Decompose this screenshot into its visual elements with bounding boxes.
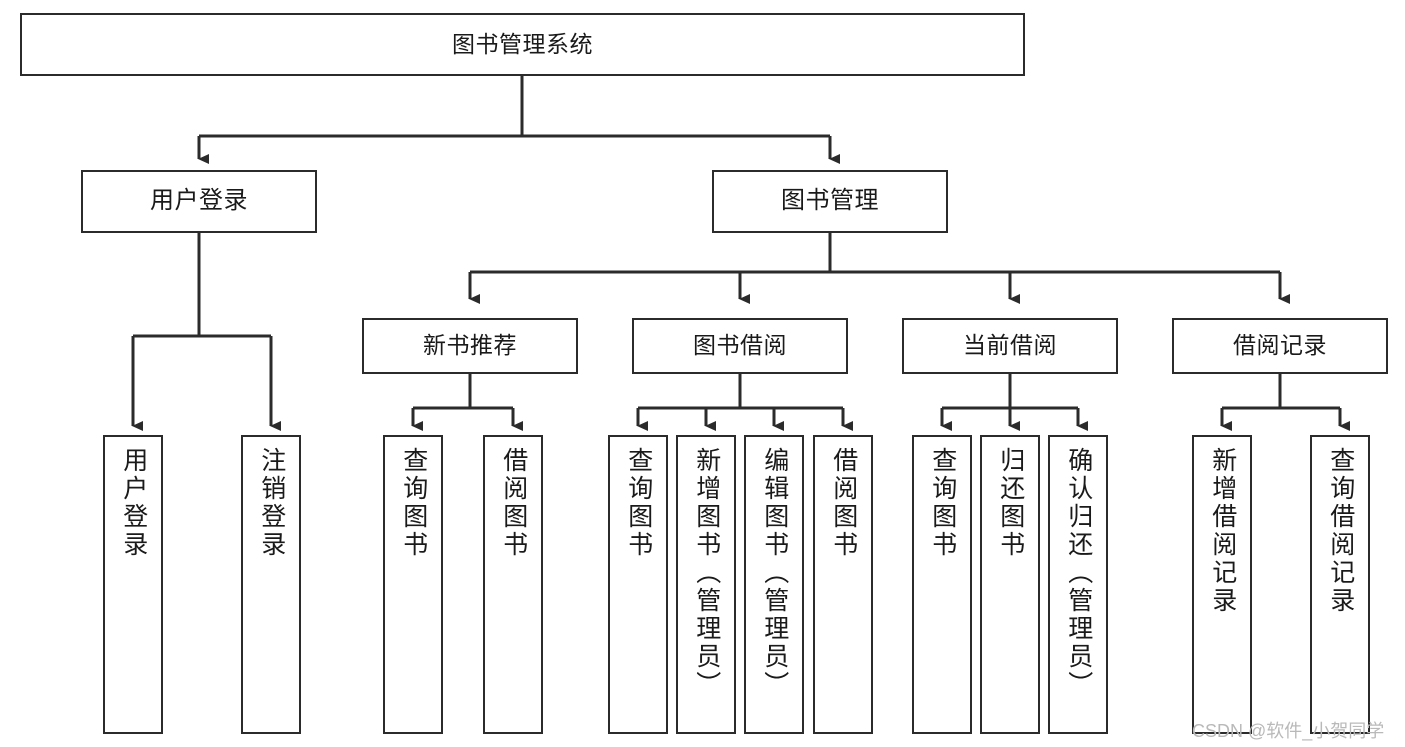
leaf-borrow-record-add[interactable]: 新增借阅记录 [1192,435,1252,734]
leaf-book-borrow-add[interactable]: 新增图书（管理员） [676,435,736,734]
leaf-new-book-borrow[interactable]: 借阅图书 [483,435,543,734]
node-book-management-label: 图书管理 [781,187,879,215]
leaf-borrow-record-query[interactable]: 查询借阅记录 [1310,435,1370,734]
leaf-book-borrow-query-label: 查询图书 [624,447,653,559]
node-book-borrow[interactable]: 图书借阅 [632,318,848,374]
leaf-current-borrow-confirm-label: 确认归还（管理员） [1064,447,1093,699]
leaf-book-borrow-query[interactable]: 查询图书 [608,435,668,734]
node-current-borrow[interactable]: 当前借阅 [902,318,1118,374]
node-new-book-recommend[interactable]: 新书推荐 [362,318,578,374]
node-borrow-record[interactable]: 借阅记录 [1172,318,1388,374]
leaf-user-login-logout-label: 注销登录 [257,447,286,559]
node-user-login[interactable]: 用户登录 [81,170,317,233]
node-book-borrow-label: 图书借阅 [693,332,787,359]
leaf-book-borrow-add-label: 新增图书（管理员） [692,447,721,699]
node-root[interactable]: 图书管理系统 [20,13,1025,76]
leaf-borrow-record-add-label: 新增借阅记录 [1208,447,1237,615]
node-borrow-record-label: 借阅记录 [1233,332,1327,359]
leaf-current-borrow-confirm[interactable]: 确认归还（管理员） [1048,435,1108,734]
leaf-new-book-borrow-label: 借阅图书 [499,447,528,559]
node-book-management[interactable]: 图书管理 [712,170,948,233]
leaf-current-borrow-query[interactable]: 查询图书 [912,435,972,734]
leaf-book-borrow-borrow[interactable]: 借阅图书 [813,435,873,734]
leaf-current-borrow-return[interactable]: 归还图书 [980,435,1040,734]
leaf-current-borrow-query-label: 查询图书 [928,447,957,559]
node-user-login-label: 用户登录 [150,187,248,215]
leaf-user-login-login-label: 用户登录 [119,447,148,559]
node-current-borrow-label: 当前借阅 [963,332,1057,359]
csdn-watermark: CSDN @软件_小贺同学 [1192,721,1385,741]
leaf-book-borrow-edit[interactable]: 编辑图书（管理员） [744,435,804,734]
leaf-user-login-logout[interactable]: 注销登录 [241,435,301,734]
node-new-book-recommend-label: 新书推荐 [423,332,517,359]
node-root-label: 图书管理系统 [452,30,593,57]
leaf-book-borrow-edit-label: 编辑图书（管理员） [760,447,789,699]
leaf-book-borrow-borrow-label: 借阅图书 [829,447,858,559]
leaf-current-borrow-return-label: 归还图书 [996,447,1025,559]
leaf-user-login-login[interactable]: 用户登录 [103,435,163,734]
leaf-borrow-record-query-label: 查询借阅记录 [1326,447,1355,615]
leaf-new-book-query[interactable]: 查询图书 [383,435,443,734]
leaf-new-book-query-label: 查询图书 [399,447,428,559]
